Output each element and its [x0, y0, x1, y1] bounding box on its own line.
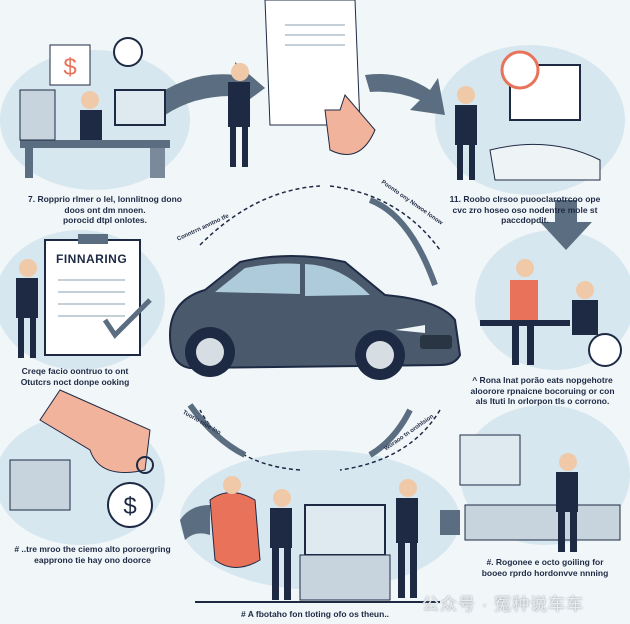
scene-document: [228, 0, 376, 167]
step-caption-3: Creqe facio oontruo to ont Otutcrs noct …: [5, 366, 145, 387]
scene-showroom: [195, 476, 440, 603]
caption-line: paccdopdit.: [501, 215, 549, 225]
caption-line: ^ Rona Inat porão eats nopgehotre: [472, 375, 613, 385]
scene-meeting: [480, 259, 622, 367]
caption-line: porocid dtpl onlotes.: [62, 215, 148, 225]
step-caption-2: 11. Roobo clrsoo puooclarotrcoo ope cvc …: [425, 194, 625, 226]
caption-line: #. Rogonee e octo goiling for: [486, 557, 604, 567]
step-caption-7: # A fbotaho fon tloting ofo os theun..: [215, 609, 415, 620]
caption-line: # ..tre mroo the ciemo alto poroergring: [14, 544, 171, 554]
car: [168, 255, 462, 380]
caption-line: doos ont dm nnoen.: [64, 204, 146, 215]
step-caption-1: 7. Ropprio rlmer o lel, lonnlitnog dono …: [10, 194, 200, 226]
step-caption-5: # ..tre mroo the ciemo alto poroergring …: [5, 544, 180, 565]
caption-line: eapprono tie hay ono doorce: [34, 554, 151, 565]
caption-line: Creqe facio oontruo to ont: [21, 366, 129, 376]
scene-presentation: [455, 50, 601, 181]
step-caption-6: #. Rogonee e octo goiling for booeo rprd…: [460, 557, 630, 578]
caption-line: Otutcrs noct donpe ooking: [20, 376, 130, 387]
scene-clipboard: [16, 234, 152, 358]
scene-office: [459, 434, 621, 552]
caption-line: # A fbotaho fon tloting ofo os theun..: [240, 609, 390, 619]
caption-line: 7. Ropprio rlmer o lel, lonnlitnog dono: [28, 194, 182, 204]
caption-line: aloorore rpnaicne bocoruing or con: [470, 385, 615, 396]
caption-line: 11. Roobo clrsoo puooclarotrcoo ope: [449, 194, 601, 204]
caption-line: booeo rprdo hordonvve nnning: [481, 567, 609, 578]
svg-text:$: $: [123, 493, 136, 520]
scene-payment: $: [9, 389, 154, 528]
svg-text:$: $: [63, 54, 76, 81]
caption-line: als Ituti ln orlorpon tls o corrono.: [475, 396, 610, 406]
step-caption-4: ^ Rona Inat porão eats nopgehotre alooro…: [455, 375, 630, 407]
caption-line: cvc zro hoseo oso nodentre mole st: [452, 204, 598, 215]
clipboard-title: FINNARING: [56, 252, 128, 266]
watermark: 公众号 · 冤种说车车: [422, 595, 585, 614]
scene-desk-worker: $: [19, 37, 170, 178]
cycle-arrows-solid: [187, 197, 438, 458]
